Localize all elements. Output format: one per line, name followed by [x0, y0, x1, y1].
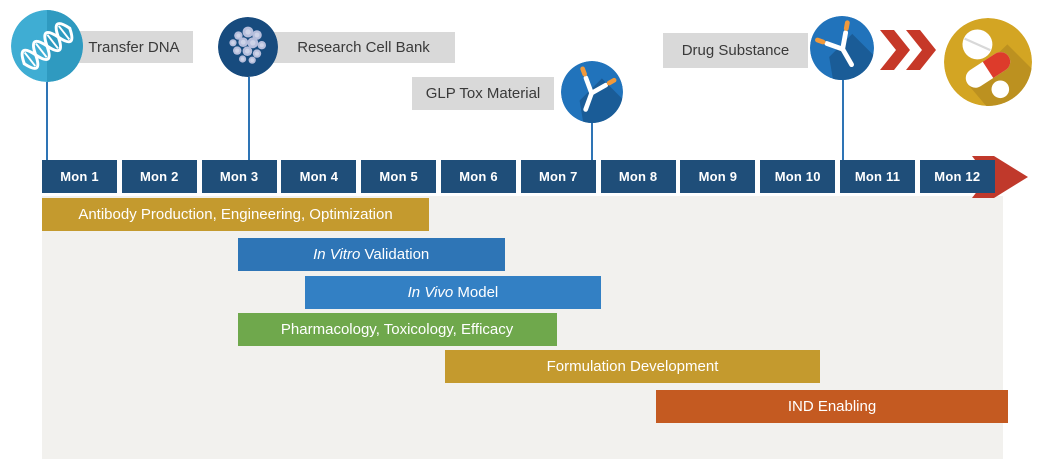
timeline-month-10: Mon 10	[760, 160, 836, 193]
timeline-month-9: Mon 9	[680, 160, 756, 193]
antibody-icon	[561, 61, 623, 123]
timeline-month-5: Mon 5	[361, 160, 437, 193]
task-bar-label: IND Enabling	[787, 398, 877, 415]
task-bar-label: Model	[453, 283, 499, 301]
timeline-month-7: Mon 7	[520, 160, 596, 193]
milestone-connector-line	[46, 82, 48, 160]
milestone-label-glp-tox-material: GLP Tox Material	[412, 77, 554, 110]
timeline-month-6: Mon 6	[441, 160, 516, 193]
task-bar-label: In Vitro	[313, 246, 361, 263]
milestone-connector-line	[591, 123, 593, 160]
milestone-label-drug-substance: Drug Substance	[663, 33, 808, 68]
milestone-label-research-cell-bank: Research Cell Bank	[272, 32, 455, 63]
task-bar-formulation-development: Formulation Development	[444, 350, 821, 383]
timeline-month-1: Mon 1	[42, 160, 117, 193]
timeline-month-4: Mon 4	[281, 160, 357, 193]
task-bar-label: Formulation Development	[546, 358, 719, 375]
task-bar-in-vivo-model: In Vivo Model	[305, 275, 601, 309]
dna-icon	[11, 10, 83, 82]
timeline-month-8: Mon 8	[600, 160, 676, 193]
timeline-month-2: Mon 2	[121, 160, 197, 193]
task-bar-in-vitro-validation: In Vitro Validation	[237, 238, 505, 271]
pills-icon	[944, 18, 1032, 106]
task-bar-pharmacology-toxicology-efficacy: Pharmacology, Toxicology, Efficacy	[237, 312, 557, 346]
timeline-month-3: Mon 3	[201, 160, 277, 193]
double-chevron-right-icon	[878, 30, 936, 70]
milestone-connector-line	[842, 80, 844, 160]
cell-bank-icon	[218, 17, 278, 77]
task-bar-label: Pharmacology, Toxicology, Efficacy	[280, 320, 514, 338]
timeline-month-12: Mon 12	[919, 160, 995, 193]
task-bar-label: Antibody Production, Engineering, Optimi…	[78, 206, 393, 223]
task-bar-ind-enabling: IND Enabling	[656, 390, 1008, 423]
antibody-icon	[810, 16, 874, 80]
task-bar-label: Validation	[360, 246, 430, 263]
task-bar-antibody-production: Antibody Production, Engineering, Optimi…	[42, 198, 430, 231]
timeline-month-11: Mon 11	[840, 160, 915, 193]
milestone-label-transfer-dna: Transfer DNA	[75, 31, 193, 63]
task-bar-label: In Vivo	[407, 283, 454, 301]
milestone-connector-line	[248, 77, 250, 160]
